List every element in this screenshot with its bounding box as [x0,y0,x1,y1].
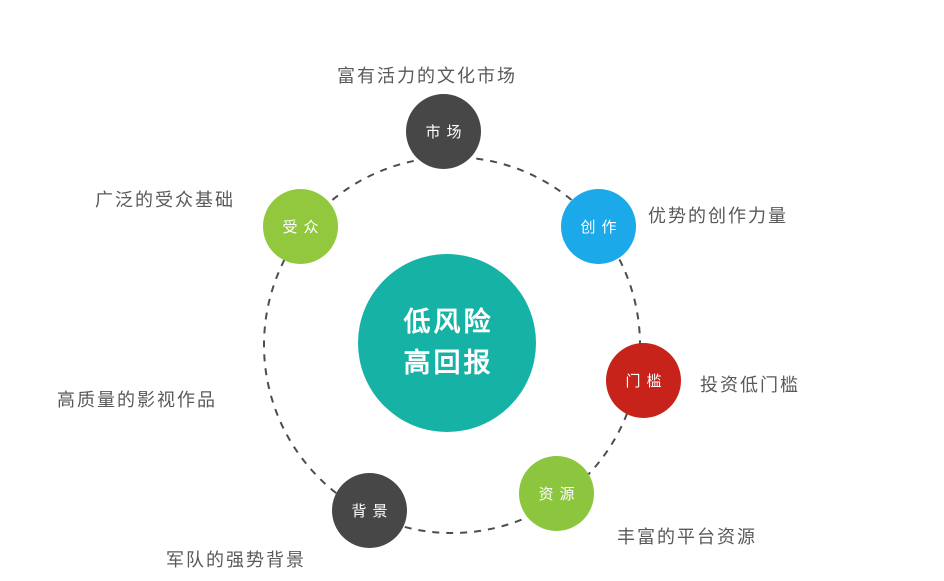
node-background-label: 背景 [351,503,394,520]
caption-threshold: 投资低门槛 [700,375,800,395]
node-threshold: 门槛 [606,343,681,418]
center-title: 低风险 高回报 [401,302,494,384]
caption-audience: 广泛的受众基础 [95,190,235,210]
node-creation: 创作 [561,189,636,264]
node-audience: 受众 [263,189,338,264]
center-title-line2: 高回报 [403,348,494,378]
caption-background: 军队的强势背景 [166,550,306,570]
node-market-label: 市场 [425,124,468,141]
node-creation-label: 创作 [580,219,623,236]
center-title-line1: 低风险 [403,307,494,337]
caption-film-quality: 高质量的影视作品 [57,390,217,410]
center-circle: 低风险 高回报 [358,254,536,432]
node-market: 市场 [406,94,481,169]
node-resource: 资源 [519,456,594,531]
node-audience-label: 受众 [282,219,325,236]
node-resource-label: 资源 [538,486,581,503]
caption-market: 富有活力的文化市场 [337,66,517,86]
node-background: 背景 [332,473,407,548]
node-threshold-label: 门槛 [625,373,668,390]
caption-creation: 优势的创作力量 [648,206,788,226]
caption-resource: 丰富的平台资源 [617,527,757,547]
